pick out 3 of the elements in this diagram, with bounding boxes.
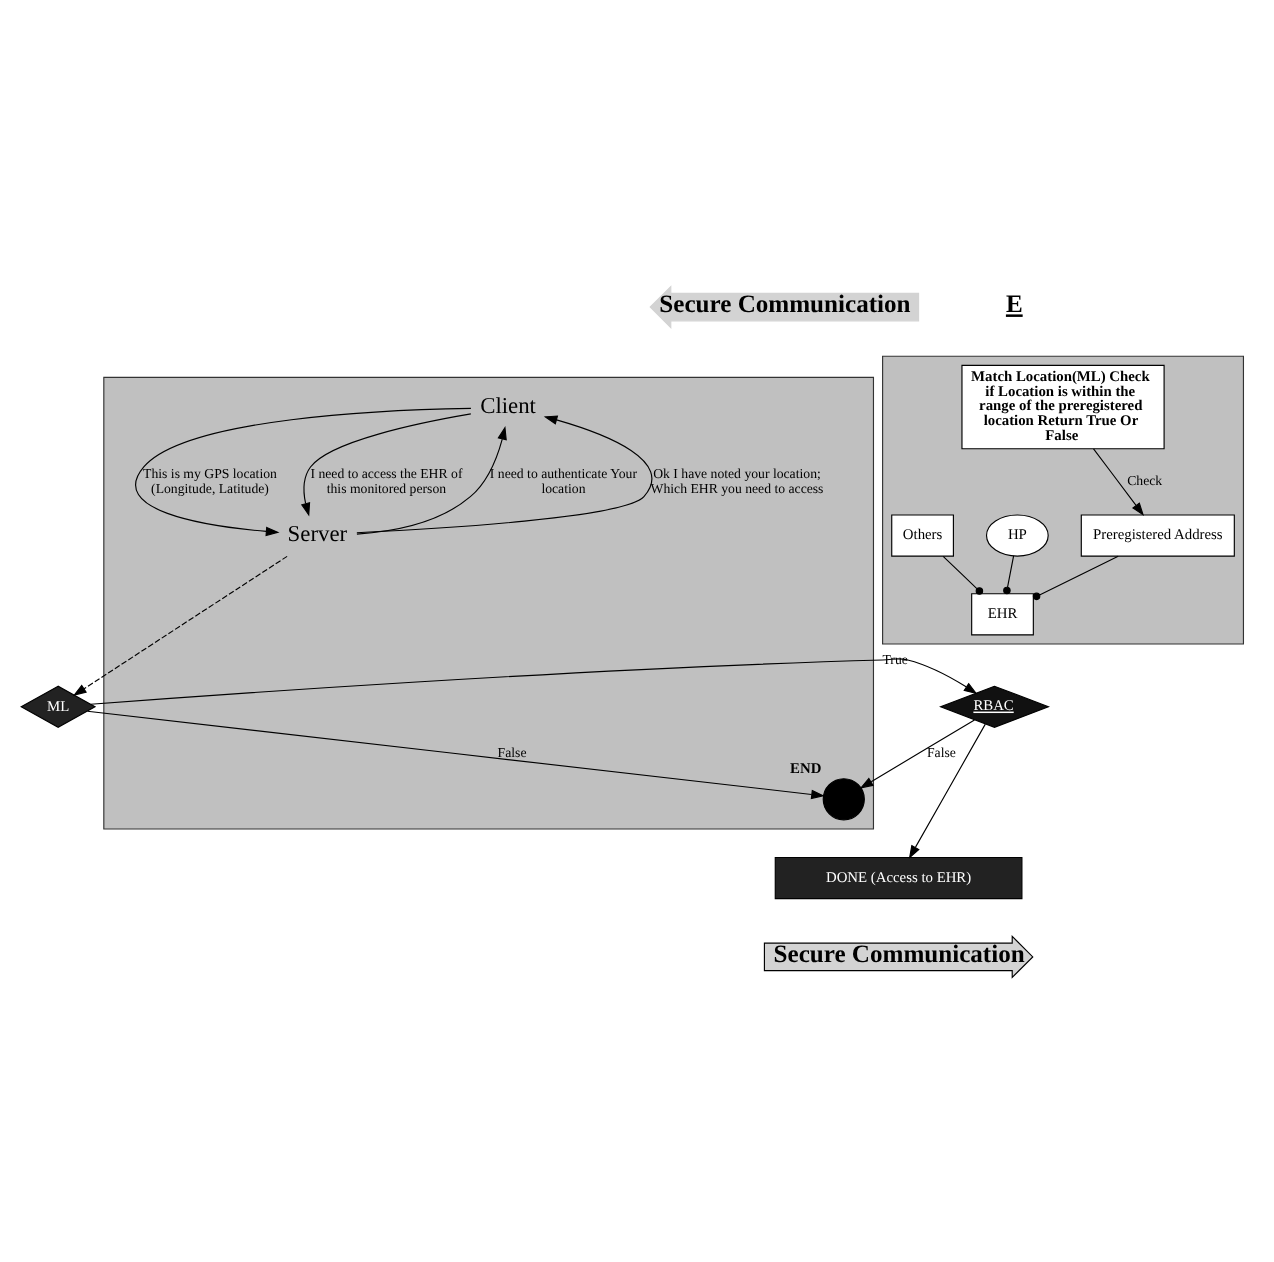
label: E [1005, 289, 1023, 318]
node-text: Server [287, 522, 348, 547]
node-text: Client [480, 393, 536, 418]
